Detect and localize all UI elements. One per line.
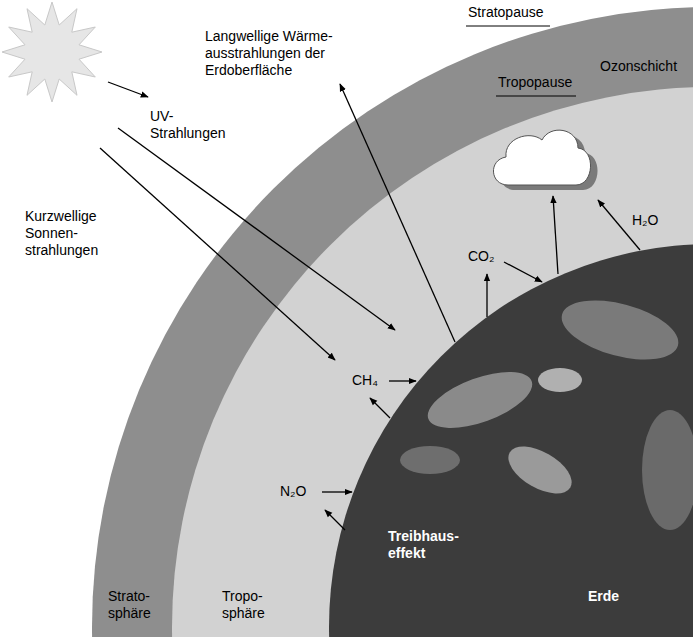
earth-clouds <box>400 289 693 530</box>
layer-label: Tropo- sphäre <box>222 588 278 622</box>
cloud-symbol <box>493 130 590 185</box>
gas-label: H₂O <box>632 212 658 229</box>
stratosphere-band <box>92 7 693 637</box>
boundary-label: Stratopause <box>468 4 544 21</box>
arrows <box>100 82 640 530</box>
ch4-arrow <box>370 398 390 418</box>
n2o-arrow <box>322 491 352 492</box>
effect-label: Treibhaus- effekt <box>388 528 470 562</box>
uv-arrow <box>108 82 148 97</box>
pause-underline <box>496 96 576 97</box>
troposphere-band <box>172 87 693 637</box>
gas-label: N₂O <box>280 483 306 500</box>
boundary-label: Tropopause <box>498 74 572 91</box>
radiation-label: Kurzwellige Sonnen- strahlungen <box>25 208 109 259</box>
n2o-arrow <box>325 510 345 530</box>
co2-arrow <box>486 274 487 317</box>
sun-symbol <box>2 2 102 102</box>
longwave-arrow <box>340 84 455 342</box>
evaporation-arrow <box>553 196 558 274</box>
pause-underline <box>466 26 550 27</box>
sunray-arrow <box>100 148 335 360</box>
gas-label: CH₄ <box>352 372 378 389</box>
ch4-arrow <box>389 380 416 381</box>
earth-globe <box>329 244 693 637</box>
sunray-arrow <box>118 128 395 330</box>
radiation-label: UV- Strahlungen <box>150 108 235 142</box>
layer-label: Ozonschicht <box>600 58 677 75</box>
planet-label: Erde <box>588 588 619 605</box>
radiation-label: Langwellige Wärme- ausstrahlungen der Er… <box>205 28 340 79</box>
layer-label: Strato- sphäre <box>108 588 164 622</box>
gas-label: CO₂ <box>468 248 494 265</box>
co2-arrow <box>504 262 542 282</box>
